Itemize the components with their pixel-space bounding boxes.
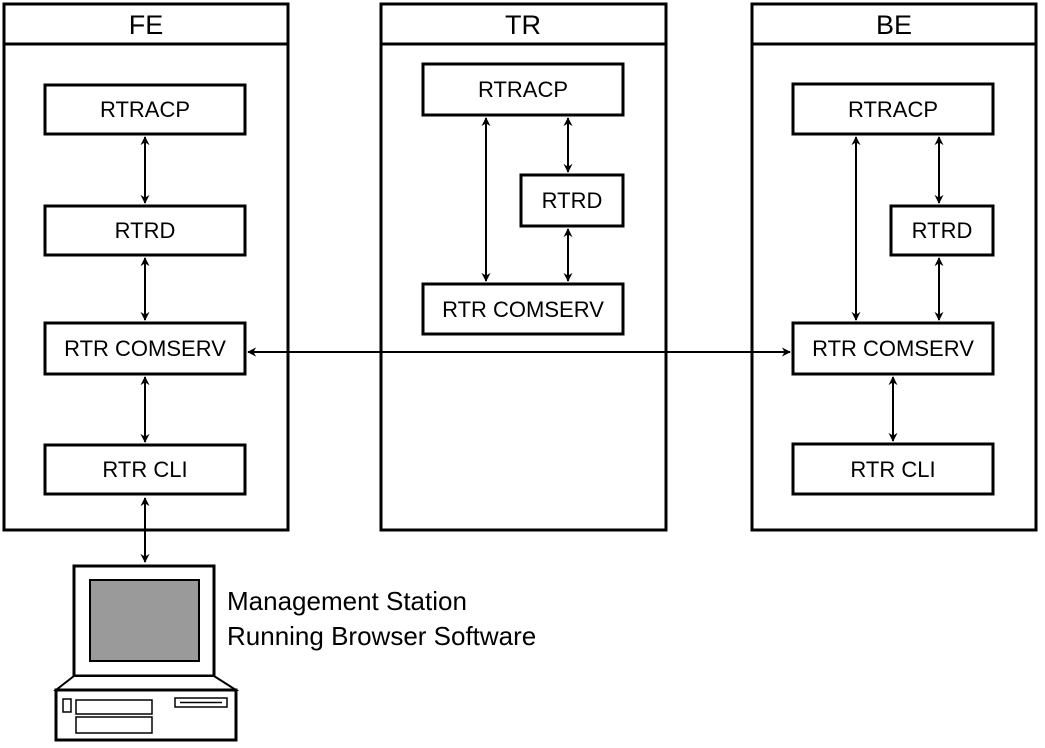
be-rtrd-box: [889, 204, 995, 257]
tr-comserv-label: RTR COMSERV: [442, 297, 604, 322]
fe-rtrd-box: [43, 204, 247, 257]
connectors: [140, 117, 944, 563]
tr-title: TR: [505, 10, 541, 40]
tr-comserv-node: RTR COMSERV: [421, 282, 625, 336]
fe-cli-box: [43, 443, 247, 496]
fe-rtracp-box: [43, 83, 247, 136]
tr-rtracp-label: RTRACP: [478, 77, 568, 102]
fe-comserv-label: RTR COMSERV: [64, 336, 226, 361]
station-caption-line1: Management Station: [227, 586, 467, 616]
fe-comserv-box: [43, 321, 247, 376]
be-cli-node: RTR CLI: [791, 442, 995, 496]
fe-rtrd-label: RTRD: [115, 218, 176, 243]
drive-bay-lower: [75, 716, 153, 734]
power-button-icon: [62, 698, 72, 713]
be-comserv-node: RTR COMSERV: [791, 321, 995, 376]
monitor-screen: [89, 579, 200, 662]
tr-rtrd-box: [519, 173, 625, 228]
fe-cli-node: RTR CLI: [43, 443, 247, 496]
fe-title: FE: [129, 10, 164, 40]
fe-comserv-node: RTR COMSERV: [43, 321, 247, 376]
fe-rtracp-label: RTRACP: [100, 97, 190, 122]
be-rtrd-label: RTRD: [912, 218, 973, 243]
monitor-base: [53, 675, 240, 691]
be-title: BE: [876, 10, 912, 40]
be-cli-label: RTR CLI: [850, 457, 935, 482]
drive-bay-upper: [75, 699, 153, 715]
tr-rtracp-box: [421, 62, 625, 117]
tr-rtracp-node: RTRACP: [421, 62, 625, 117]
be-cli-box: [791, 442, 995, 496]
be-rtracp-node: RTRACP: [791, 82, 995, 136]
be-comserv-box: [791, 321, 995, 376]
computer-icon: [53, 564, 240, 742]
fe-cli-label: RTR CLI: [102, 457, 187, 482]
tr-comserv-box: [421, 282, 625, 336]
be-comserv-label: RTR COMSERV: [812, 336, 974, 361]
fe-rtracp-node: RTRACP: [43, 83, 247, 136]
station-caption-line2: Running Browser Software: [227, 621, 536, 651]
tr-rtrd-label: RTRD: [542, 188, 603, 213]
be-rtrd-node: RTRD: [889, 204, 995, 257]
be-rtracp-box: [791, 82, 995, 136]
fe-rtrd-node: RTRD: [43, 204, 247, 257]
be-rtracp-label: RTRACP: [848, 97, 938, 122]
tr-rtrd-node: RTRD: [519, 173, 625, 228]
